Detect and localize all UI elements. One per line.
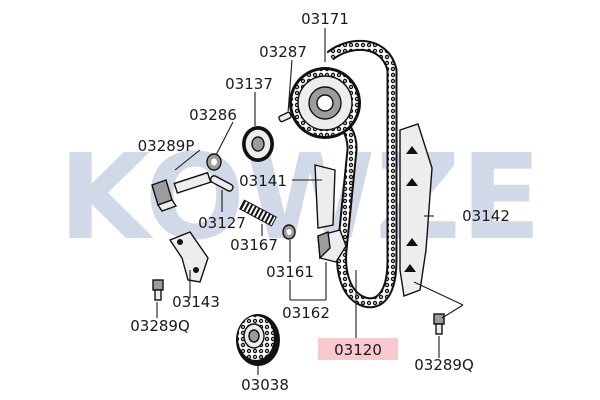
washer-part-03286[interactable] <box>206 153 222 171</box>
label-03162: 03162 <box>282 304 330 322</box>
lever-part-03143[interactable] <box>168 231 209 283</box>
label-03289P: 03289P <box>138 137 195 155</box>
bolt-part-03289P[interactable] <box>151 171 212 212</box>
camshaft-sprocket-part[interactable] <box>289 67 361 139</box>
sprocket-part-03137[interactable] <box>242 126 274 162</box>
plunger-part-03127[interactable] <box>209 175 234 192</box>
label-03137: 03137 <box>225 75 273 93</box>
timing-chain-part[interactable] <box>326 39 398 309</box>
washer-part-small[interactable] <box>282 224 296 240</box>
tensioner-part-03162[interactable] <box>317 229 347 263</box>
part-labels: 03171 03287 03137 03286 03289P 03141 031… <box>130 10 510 394</box>
label-03143: 03143 <box>172 293 220 311</box>
label-03038: 03038 <box>241 376 289 394</box>
label-03120: 03120 <box>334 341 382 359</box>
label-03127: 03127 <box>198 214 246 232</box>
highlight-box-03120 <box>318 338 398 360</box>
crank-sprocket-part-03038[interactable] <box>236 314 280 366</box>
spring-part-03167[interactable] <box>239 199 277 227</box>
label-03161: 03161 <box>266 263 314 281</box>
label-03167: 03167 <box>230 236 278 254</box>
chain-guide-part-03141[interactable] <box>314 164 336 229</box>
label-03286: 03286 <box>189 106 237 124</box>
bolt-part-03289Q-right[interactable] <box>433 313 445 335</box>
label-03287: 03287 <box>259 43 307 61</box>
label-03171: 03171 <box>301 10 349 28</box>
label-03142: 03142 <box>462 207 510 225</box>
label-03289Q-right: 03289Q <box>414 356 474 374</box>
leader-lines <box>156 28 464 375</box>
label-03141: 03141 <box>239 172 287 190</box>
label-03289Q-left: 03289Q <box>130 317 190 335</box>
pin-part-03287[interactable] <box>278 111 292 123</box>
bolt-part-03289Q-left[interactable] <box>152 279 164 301</box>
chain-guide-part-03142[interactable] <box>399 123 433 297</box>
watermark-text: KOWZE <box>59 128 542 266</box>
